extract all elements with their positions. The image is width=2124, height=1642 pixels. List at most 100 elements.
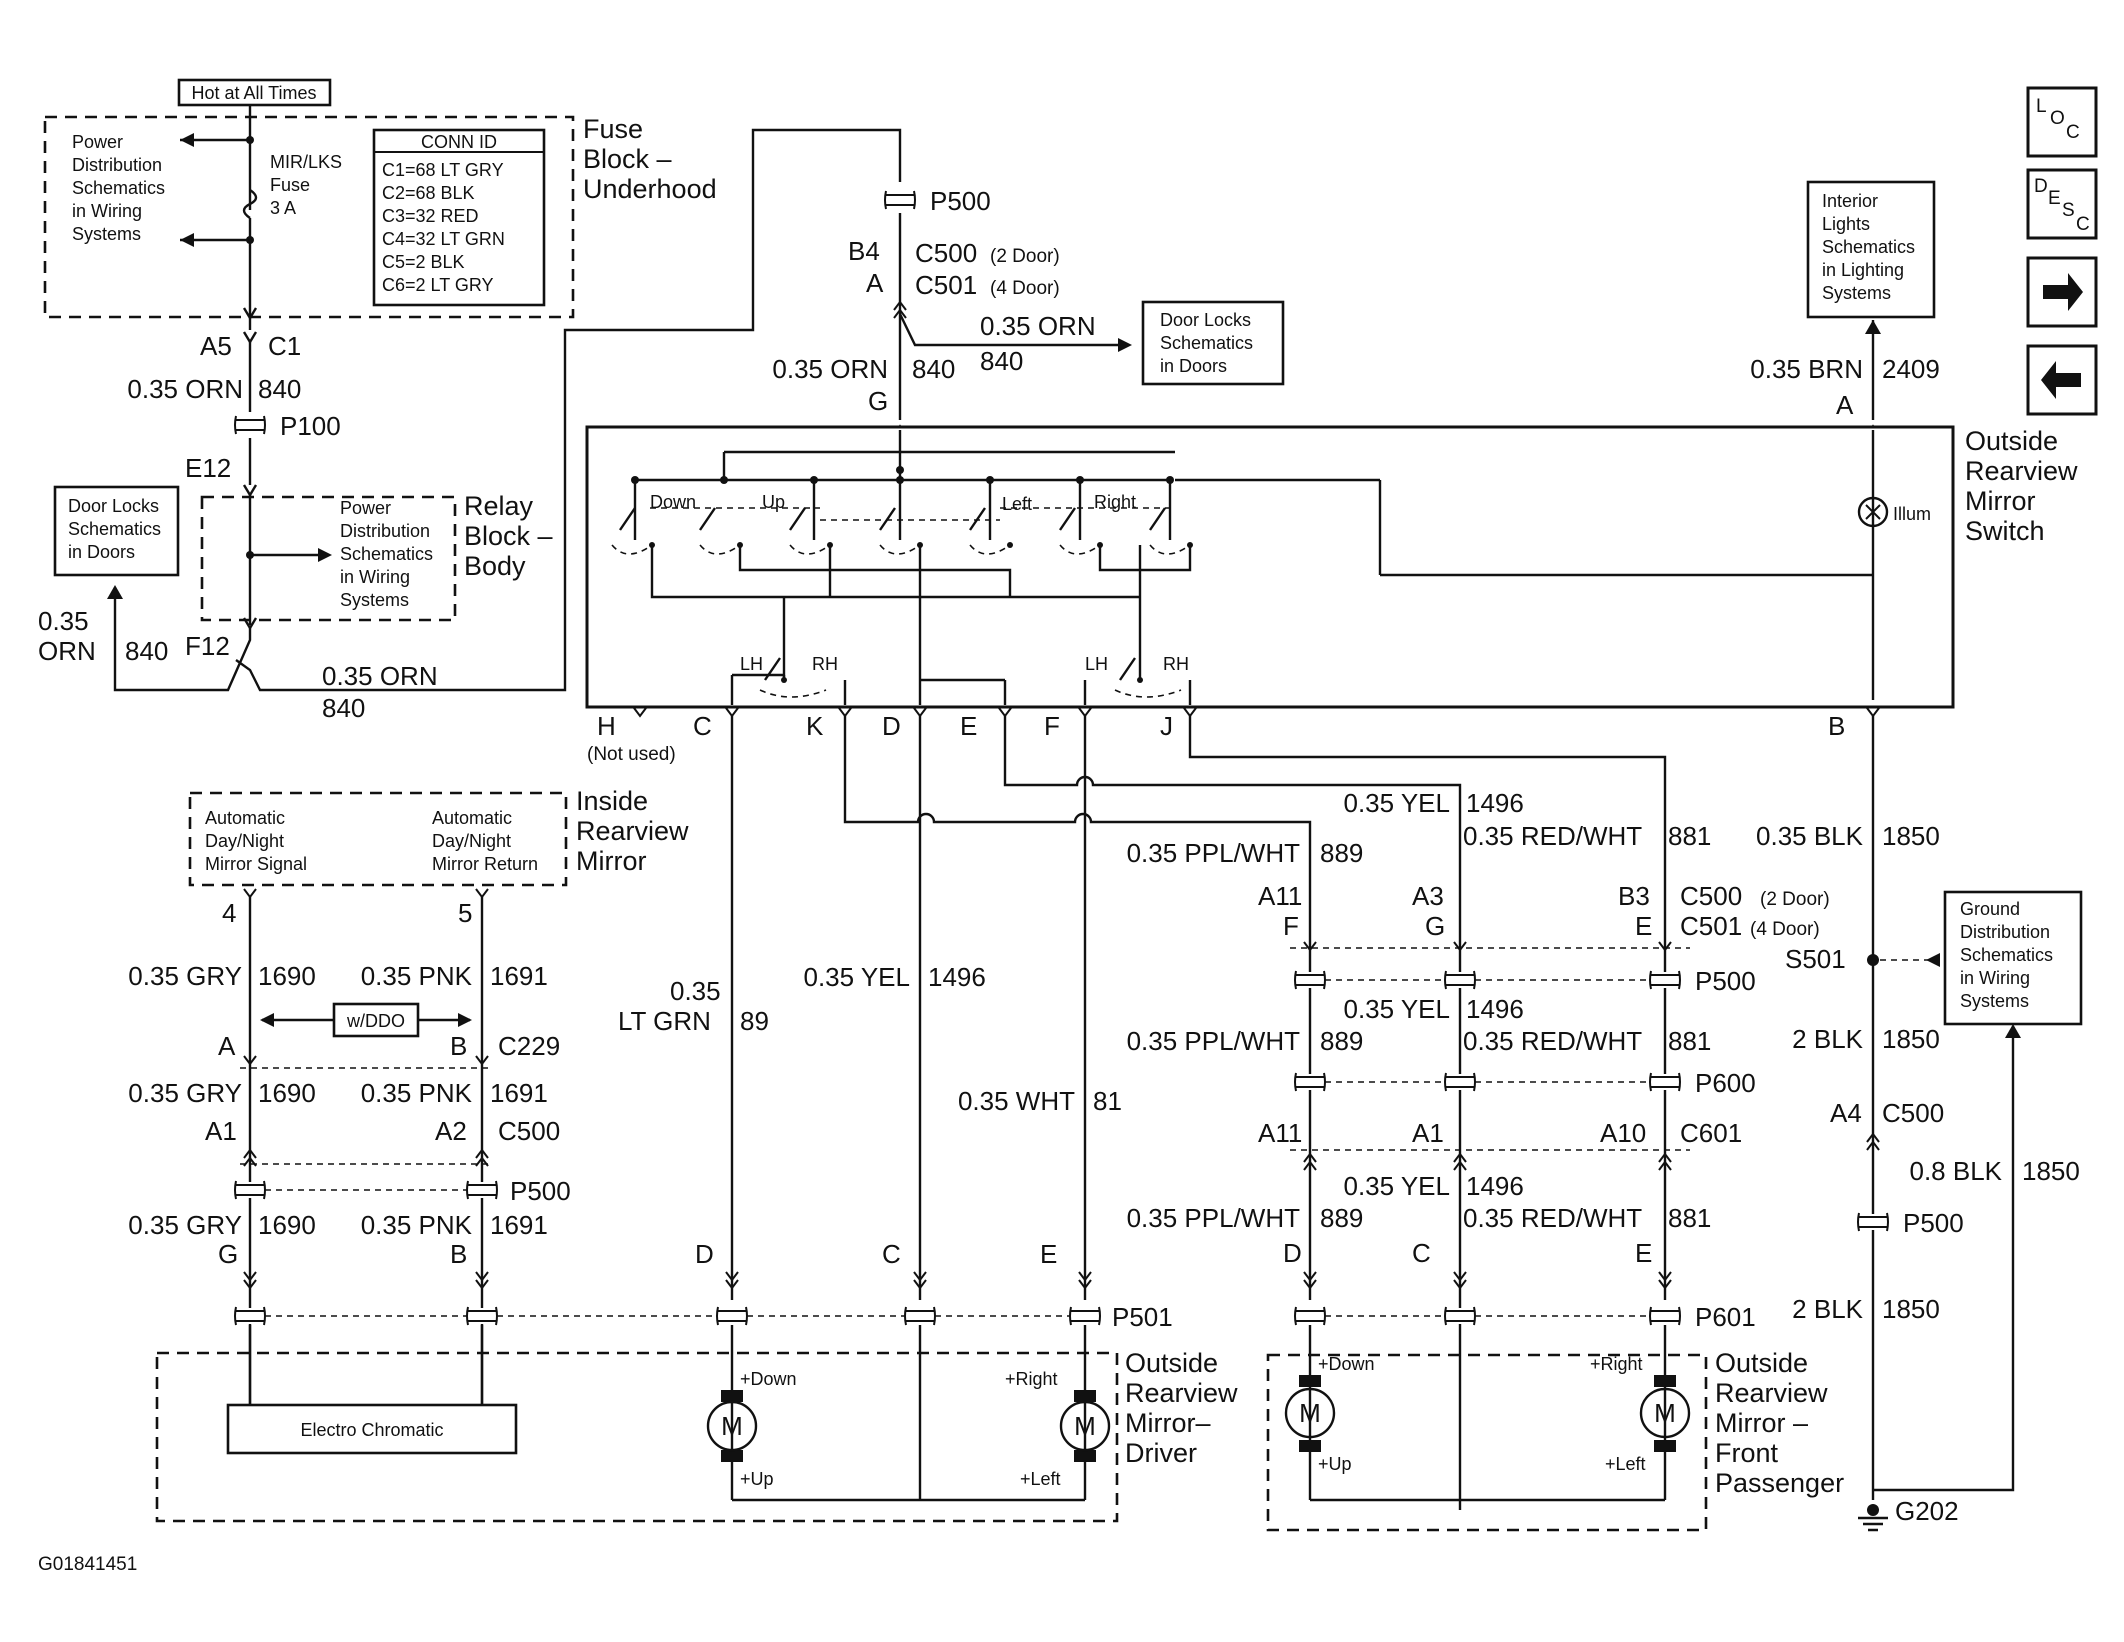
pin-C-pass: C [1412,1238,1431,1268]
pin-E-driver: E [1040,1239,1057,1269]
pin-F: F [1044,711,1060,741]
passenger-mirror-label-1: Outside [1715,1348,1808,1378]
ground-dist-1: Ground [1960,899,2020,919]
ground-dist-4: in Wiring [1960,968,2030,988]
conn-id-row: C3=32 RED [382,206,479,226]
interior-lights-3: Schematics [1822,237,1915,257]
wire-color-840-relay: 0.35 ORN [322,661,438,691]
connector-P100: P100 [280,411,341,441]
conn-id-row: C2=68 BLK [382,183,475,203]
description-button[interactable]: D E S C [2026,168,2098,240]
fuse-block-label-2: Block – [583,144,672,174]
wire-color-889-c: 0.35 PPL/WHT [1127,1203,1301,1233]
conn-id-row: C1=68 LT GRY [382,160,504,180]
pin-C: C [693,711,712,741]
passenger-term-left: +Left [1605,1454,1646,1474]
inside-rearview-mirror: Inside Rearview Mirror Automatic Day/Nig… [188,786,689,887]
wire-color-81: 0.35 WHT [958,1086,1075,1116]
pin-K: K [806,711,824,741]
pin-A2-inside: A2 [435,1116,467,1146]
ground-G202-dot [1867,1504,1879,1516]
figure-id: G01841451 [38,1554,137,1575]
fuse-block-label-1: Fuse [583,114,643,144]
wire-color-1496-a: 0.35 YEL [1343,788,1450,818]
passenger-motor-2: M [1654,1398,1676,1428]
wire-color-1496-b: 0.35 YEL [1343,994,1450,1024]
conn-id-title: CONN ID [421,132,497,152]
passenger-term-down: +Down [1318,1354,1375,1374]
driver-motor-1: M [721,1411,743,1441]
connector-C500-mid-note: (2 Door) [1760,889,1830,910]
fuse-pds-note-1: Power [72,132,123,152]
fuse-pds-note-4: in Wiring [72,201,142,221]
circuit-881-c: 881 [1668,1203,1711,1233]
hot-at-all-times-box [177,78,332,107]
door-locks-left-1: Door Locks [68,496,159,516]
pin-A3: A3 [1412,881,1444,911]
circuit-89: 89 [740,1006,769,1036]
passenger-mirror-label-2: Rearview [1715,1378,1828,1408]
conn-id-row: C4=32 LT GRN [382,229,505,249]
loc-letter-3: C [2066,122,2080,143]
pin-G-pass: G [1425,911,1445,941]
desc-letter-3: S [2062,200,2075,221]
connector-icon [1444,1072,1476,1092]
connector-C601: C601 [1680,1118,1742,1148]
connector-icon [1294,1306,1326,1326]
interior-lights-4: in Lighting [1822,260,1904,280]
wire-color-840-switch: 0.35 ORN [772,354,888,384]
relay-pds-note-4: in Wiring [340,567,410,587]
relay-block-label-1: Relay [464,491,534,521]
pin-A4: A4 [1830,1098,1862,1128]
previous-page-button[interactable] [2026,344,2098,416]
connector-P500-ground: P500 [1903,1208,1964,1238]
connector-P500-top: P500 [930,186,991,216]
circuit-840-doorlocks: 840 [980,346,1023,376]
driver-motor-icon-1 [706,1400,758,1452]
connector-icon [234,1306,266,1326]
driver-term-left: +Left [1020,1469,1061,1489]
pin-J: J [1160,711,1173,741]
ground-dist-2: Distribution [1960,922,2050,942]
pin-D-driver: D [695,1239,714,1269]
connector-icon [466,1180,498,1200]
wire-color-881-c: 0.35 RED/WHT [1463,1203,1642,1233]
interior-lights-1: Interior [1822,191,1878,211]
wire-color-840: 0.35 ORN [127,374,243,404]
switch-outline [585,425,1955,709]
driver-mirror-label-2: Rearview [1125,1378,1238,1408]
pin-E12: E12 [185,453,231,483]
passenger-motor-icon-1 [1284,1387,1336,1439]
connector-icon [1649,1072,1681,1092]
wire-color-1496-c: 0.35 YEL [1343,1171,1450,1201]
loc-letter-2: O [2050,108,2065,129]
connector-C1: C1 [268,331,301,361]
connector-C500-ground: C500 [1882,1098,1944,1128]
circuit-840-switch: 840 [912,354,955,384]
next-page-button[interactable] [2026,256,2098,328]
connector-P501: P501 [1112,1302,1173,1332]
pin-A-inside: A [218,1031,236,1061]
ground-dist-5: Systems [1960,991,2029,1011]
door-locks-left-3: in Doors [68,542,135,562]
outside-rearview-mirror-switch: Outside Rearview Mirror Switch Illum [585,425,2078,709]
outside-mirror-passenger: Outside Rearview Mirror – Front Passenge… [1266,1325,1844,1532]
selector-rh-2: RH [1163,654,1189,674]
conn-id-row: C6=2 LT GRY [382,275,494,295]
connector-C229: C229 [498,1031,560,1061]
passenger-term-right: +Right [1590,1354,1643,1374]
selector-lh-1: LH [740,654,763,674]
pin-E-pass: E [1635,911,1652,941]
driver-mirror-label-4: Driver [1125,1438,1197,1468]
wire-color-881-b: 0.35 RED/WHT [1463,1026,1642,1056]
location-button[interactable]: L O C [2026,86,2098,158]
wire-color-881-a: 0.35 RED/WHT [1463,821,1642,851]
driver-mirror-outline [155,1351,1119,1523]
not-used-label: (Not used) [587,744,676,765]
conn-id-row: C5=2 BLK [382,252,465,272]
relay-pds-note-3: Schematics [340,544,433,564]
pin-A1-inside: A1 [205,1116,237,1146]
fuse-name-2: Fuse [270,175,310,195]
circuit-1496-b: 1496 [1466,994,1524,1024]
door-locks-left-box [53,485,180,577]
